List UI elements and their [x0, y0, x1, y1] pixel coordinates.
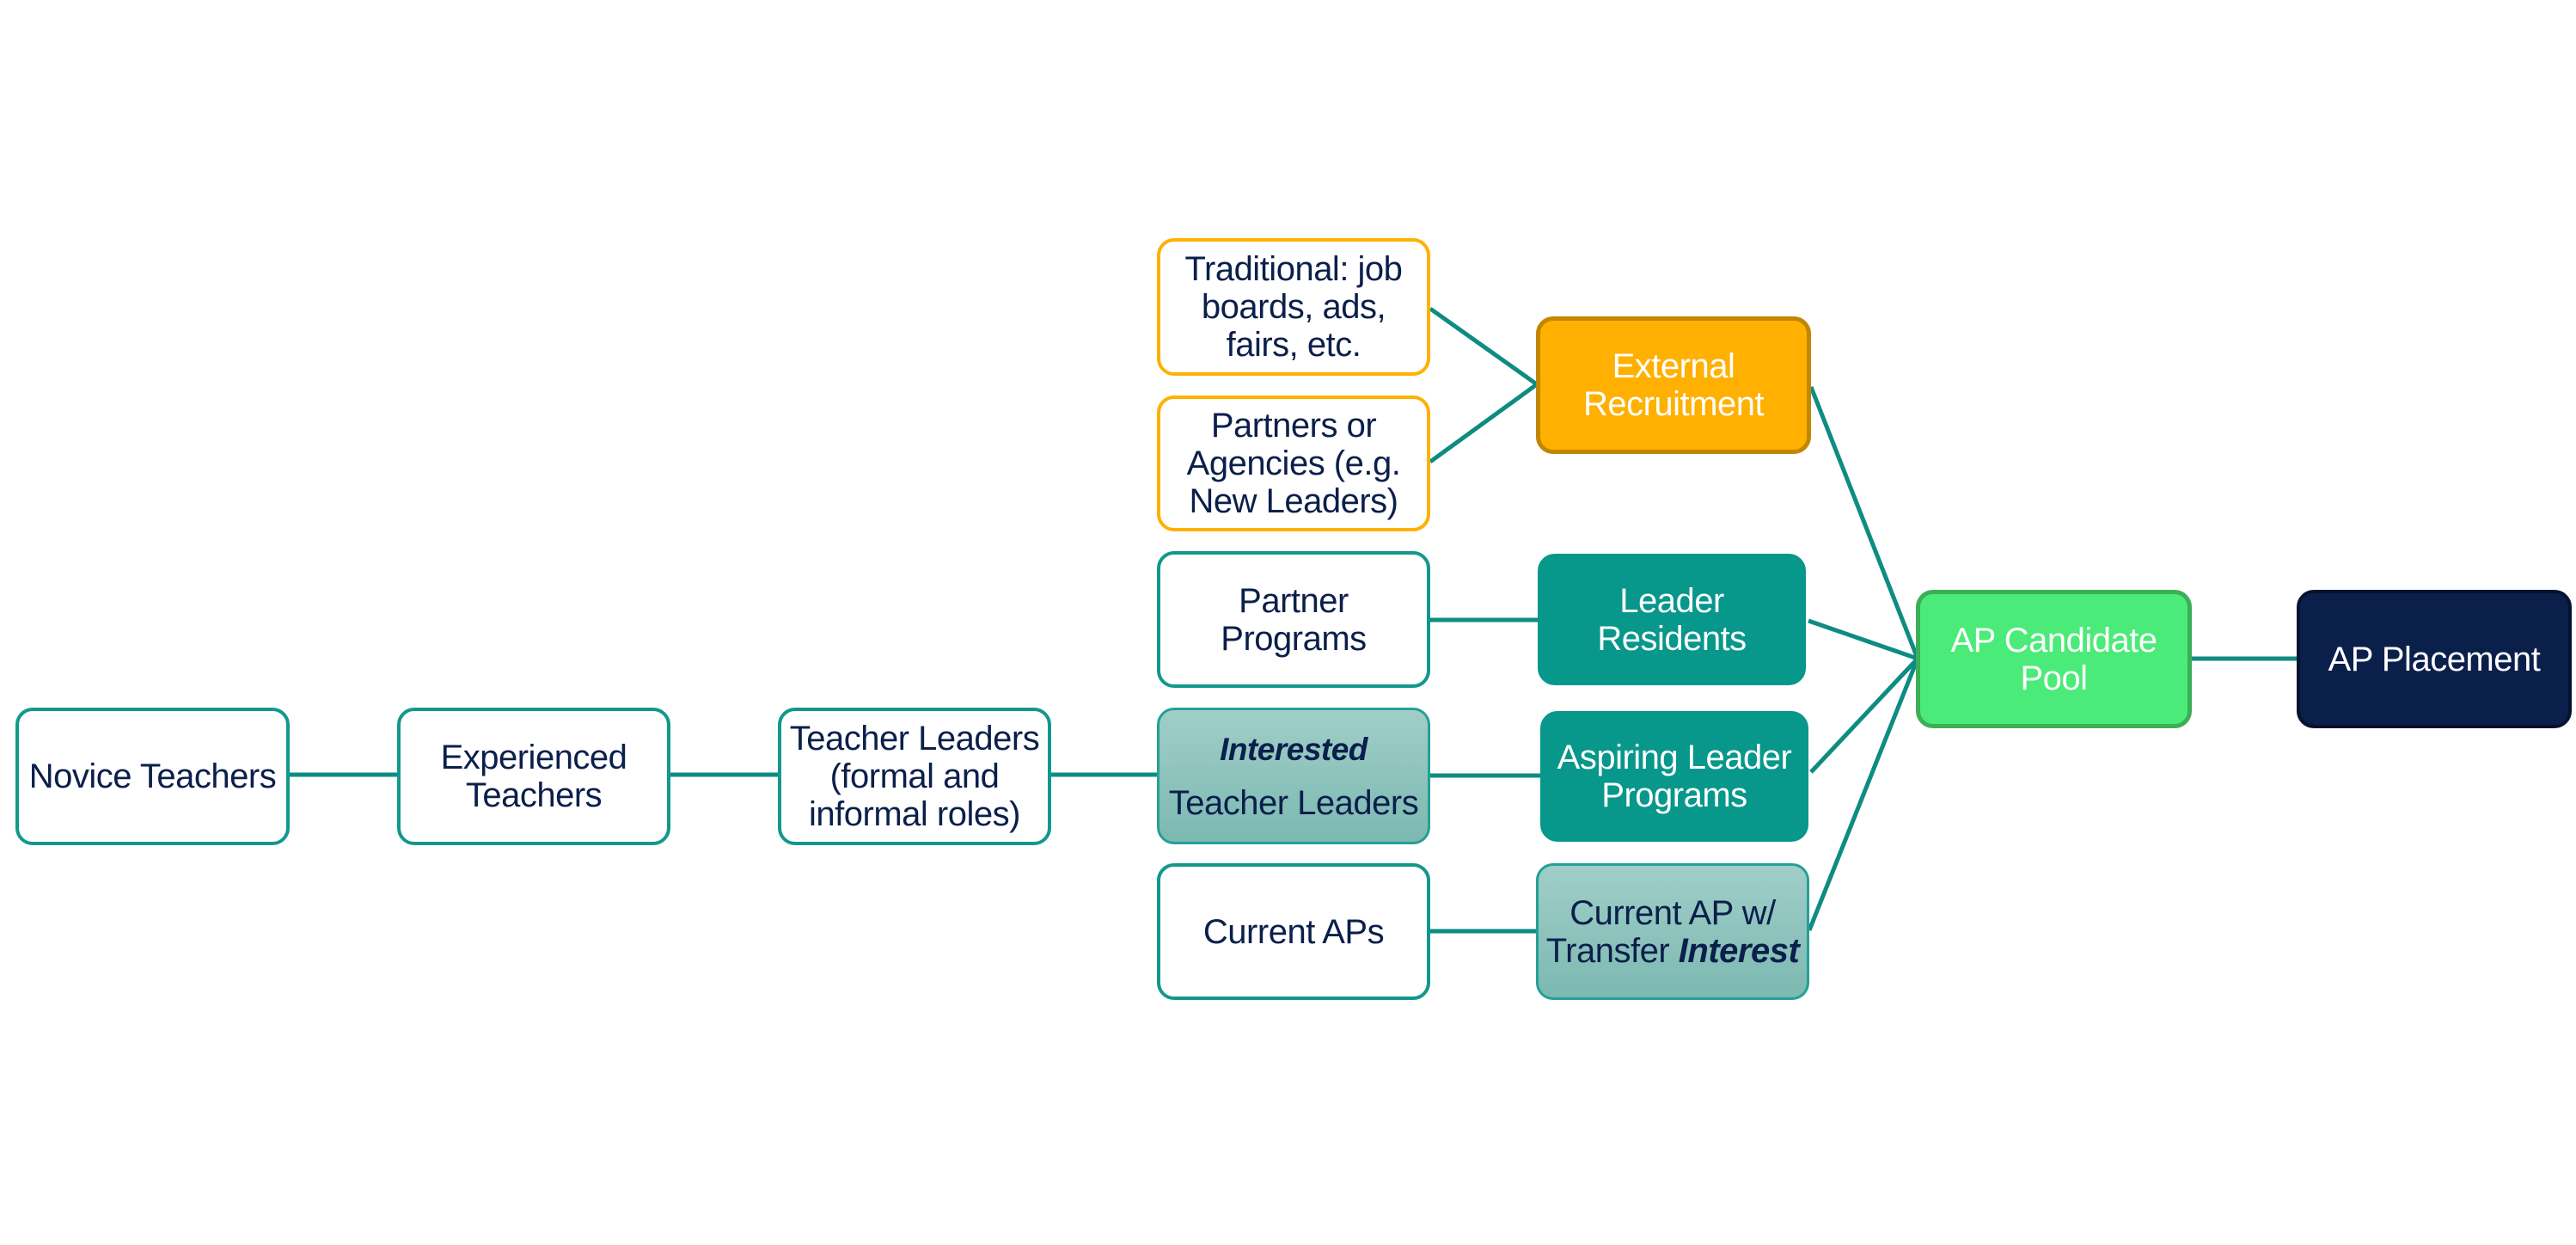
node-label: Traditional: job: [1184, 250, 1403, 288]
node-label-emphasis: Interest: [1678, 931, 1800, 970]
edge-partners-external: [1429, 382, 1539, 464]
node-label: Agencies (e.g.: [1186, 445, 1401, 482]
node-aspiring-leader-programs[interactable]: Aspiring Leader Programs: [1540, 711, 1808, 842]
node-ap-placement[interactable]: AP Placement: [2297, 590, 2572, 728]
node-label: boards, ads,: [1201, 288, 1386, 326]
node-traditional-recruitment[interactable]: Traditional: job boards, ads, fairs, etc…: [1157, 238, 1430, 376]
node-label: Teacher Leaders: [1168, 783, 1419, 822]
edge-aspiring-pool: [1809, 657, 1919, 774]
edge-external-pool: [1808, 386, 1920, 659]
node-label: New Leaders): [1189, 482, 1398, 520]
node-label: (formal and: [829, 757, 1000, 795]
node-label: AP Candidate: [1950, 621, 2157, 659]
node-label: Experienced: [440, 739, 627, 776]
edge-transfer-pool: [1807, 658, 1920, 931]
node-label: External: [1612, 347, 1735, 385]
node-label-emphasis: Interested: [1220, 731, 1368, 767]
node-label: AP Placement: [2328, 640, 2541, 678]
node-label: Programs: [1221, 619, 1367, 658]
node-ap-candidate-pool[interactable]: AP Candidate Pool: [1916, 590, 2192, 728]
node-label: fairs, etc.: [1226, 326, 1361, 364]
node-current-aps[interactable]: Current APs: [1157, 863, 1430, 1000]
node-label: Teacher Leaders: [789, 720, 1040, 757]
node-label: Programs: [1601, 776, 1747, 814]
node-label-line2: Transfer Interest: [1546, 932, 1800, 970]
node-label: Partners or: [1210, 407, 1377, 445]
node-label: Novice Teachers: [28, 757, 277, 795]
node-leader-residents[interactable]: Leader Residents: [1538, 554, 1806, 685]
node-label: Residents: [1597, 619, 1747, 658]
edge-traditional-external: [1429, 306, 1539, 387]
node-label: Teachers: [465, 776, 603, 814]
node-label: informal roles): [809, 795, 1020, 833]
node-label-prefix: Transfer: [1545, 931, 1679, 970]
edge-leader-residents-pool: [1808, 618, 1918, 661]
node-current-ap-transfer-interest[interactable]: Current AP w/ Transfer Interest: [1536, 863, 1809, 1000]
node-partner-programs[interactable]: Partner Programs: [1157, 551, 1430, 688]
node-experienced-teachers[interactable]: Experienced Teachers: [397, 708, 670, 845]
node-novice-teachers[interactable]: Novice Teachers: [15, 708, 290, 845]
node-label: Recruitment: [1582, 385, 1765, 423]
node-interested-teacher-leaders[interactable]: Interested Teacher Leaders: [1157, 708, 1430, 844]
node-partners-agencies[interactable]: Partners or Agencies (e.g. New Leaders): [1157, 396, 1430, 531]
node-label: Current APs: [1202, 912, 1385, 951]
node-external-recruitment[interactable]: External Recruitment: [1536, 316, 1811, 454]
node-label: Partner: [1239, 581, 1349, 620]
node-label: Current AP w/: [1569, 893, 1776, 932]
node-teacher-leaders[interactable]: Teacher Leaders (formal and informal rol…: [778, 708, 1051, 845]
node-label: Pool: [2020, 659, 2088, 697]
node-label: Aspiring Leader: [1557, 739, 1792, 776]
node-label: Leader: [1619, 581, 1724, 620]
